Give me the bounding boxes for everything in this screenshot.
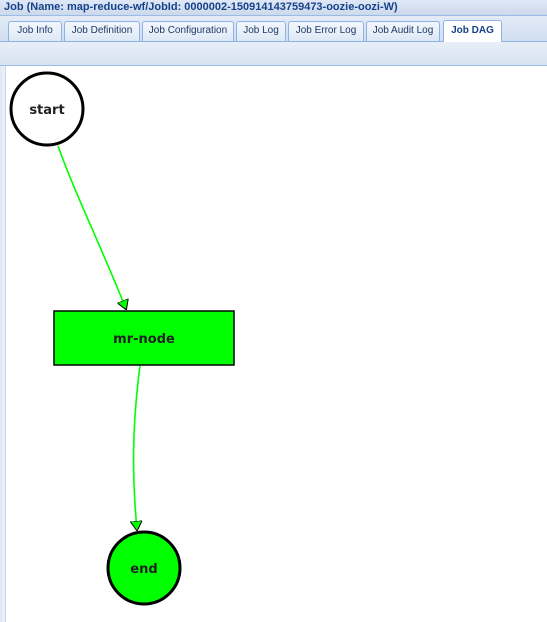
dag-node-start-label: start [29,103,64,118]
tab-strip: Job Info Job Definition Job Configuratio… [0,16,547,42]
tab-job-log[interactable]: Job Log [236,21,286,41]
dag-node-end[interactable]: end [106,530,182,606]
window-title-bar: Job (Name: map-reduce-wf/JobId: 0000002-… [0,0,547,16]
tab-job-info[interactable]: Job Info [8,21,62,41]
tab-job-definition[interactable]: Job Definition [64,21,140,41]
dag-canvas: start mr-node end [9,71,235,606]
dag-edge-start-to-mr-node [57,145,126,309]
dag-node-start[interactable]: start [9,71,85,147]
tab-job-error-log[interactable]: Job Error Log [288,21,364,41]
tab-job-audit-log[interactable]: Job Audit Log [366,21,440,41]
dag-node-mr-node-label: mr-node [113,332,175,347]
window-title: Job (Name: map-reduce-wf/JobId: 0000002-… [4,1,398,13]
dag-toolbar [0,42,547,66]
dag-node-mr-node[interactable]: mr-node [53,310,235,366]
panel-left-border [0,66,6,622]
tab-job-dag[interactable]: Job DAG [443,20,502,42]
dag-edge-mr-node-to-end [134,365,140,530]
tab-job-configuration[interactable]: Job Configuration [142,21,234,41]
dag-node-end-label: end [130,562,157,577]
